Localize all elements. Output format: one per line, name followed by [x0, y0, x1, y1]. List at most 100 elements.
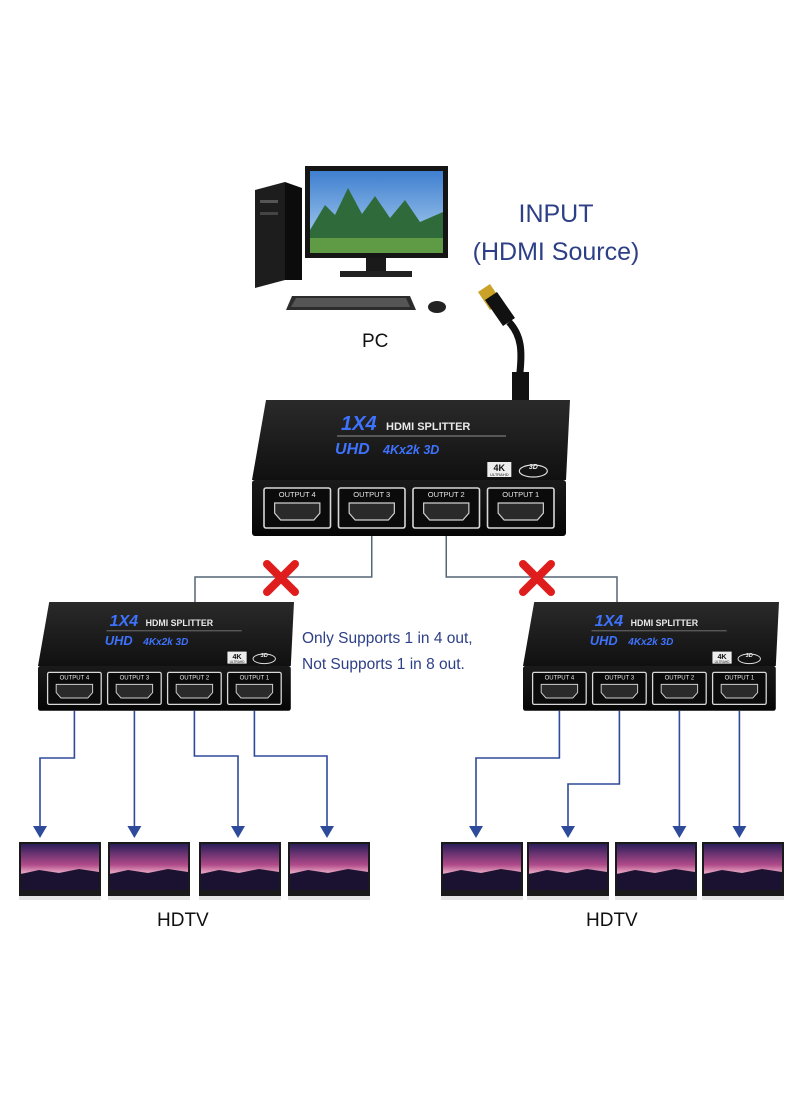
hdmi-port-icon	[423, 502, 470, 521]
arrow-head-icon	[732, 826, 747, 838]
tv-landscape	[201, 869, 279, 890]
splitter-model: 1X4	[341, 413, 377, 435]
splitter-model: 1X4	[595, 613, 624, 630]
tv-landscape	[529, 869, 607, 890]
splitter-name: HDMI SPLITTER	[386, 421, 470, 433]
support-note: Only Supports 1 in 4 out, Not Supports 1…	[302, 626, 473, 678]
splitter-res: 4Kx2k 3D	[382, 443, 439, 457]
splitter-model: 1X4	[110, 613, 139, 630]
pc-tower-icon	[255, 182, 302, 288]
hdmi-port-icon	[348, 502, 395, 521]
badge-3d-text: 3D	[746, 653, 753, 659]
output-port-label: OUTPUT 4	[279, 490, 316, 499]
input-label: INPUT (HDMI Source)	[470, 195, 642, 271]
hdmi-cable	[478, 284, 529, 400]
badge-4k-text: 4K	[717, 652, 727, 661]
hdtv-icon	[615, 842, 697, 900]
splitter-uhd: UHD	[590, 633, 618, 648]
badge-ultrahd-text: ULTRAHD	[230, 660, 246, 664]
output-port-label: OUTPUT 4	[545, 676, 575, 682]
link-line	[39, 710, 76, 826]
splitter-name: HDMI SPLITTER	[631, 618, 699, 628]
output-port-label: OUTPUT 3	[120, 676, 150, 682]
output-port-label: OUTPUT 2	[180, 676, 210, 682]
4k-badge-icon	[227, 651, 247, 664]
output-port-label: OUTPUT 3	[605, 676, 635, 682]
tv-base	[288, 896, 370, 900]
hdmi-port-icon	[720, 683, 759, 699]
tv-landscape	[617, 869, 695, 890]
badge-3d-text: 3D	[261, 653, 268, 659]
splitter-uhd: UHD	[335, 441, 370, 458]
badge-ultrahd-text: ULTRAHD	[715, 660, 731, 664]
support-note-line2: Not Supports 1 in 8 out.	[302, 656, 465, 673]
4k-badge-icon	[487, 462, 512, 477]
splitter-name: HDMI SPLITTER	[146, 618, 214, 628]
hdtv-icon	[288, 842, 370, 900]
keyboard-icon	[286, 296, 416, 310]
arrow-head-icon	[320, 826, 334, 838]
hdmi-port-icon	[115, 683, 154, 699]
cross-stroke	[519, 560, 555, 596]
tv-base	[527, 896, 609, 900]
hdmi-port-icon	[274, 502, 321, 521]
splitter-lid	[523, 602, 779, 666]
badge-4k-text: 4K	[494, 463, 506, 473]
3d-badge-icon	[518, 464, 548, 478]
pc-label: PC	[362, 331, 389, 352]
cross-stroke	[263, 560, 299, 596]
splitter-uhd: UHD	[105, 633, 133, 648]
hdmi-port-icon	[600, 683, 639, 699]
link-line	[193, 710, 239, 826]
cross-mark-icon: X	[263, 560, 299, 596]
cross-mark-icon: X	[519, 560, 555, 596]
tv-base	[199, 896, 281, 900]
support-note-line1: Only Supports 1 in 4 out,	[302, 630, 473, 647]
hdmi-port-icon	[540, 683, 579, 699]
hdmi-port-icon	[175, 683, 214, 699]
tv-base	[441, 896, 523, 900]
tv-landscape	[290, 869, 368, 890]
arrow-head-icon	[469, 826, 483, 838]
tv-base	[615, 896, 697, 900]
4k-badge-icon	[712, 651, 732, 664]
link-line	[253, 710, 328, 826]
3d-badge-icon	[252, 653, 276, 665]
hdmi-port-icon	[660, 683, 699, 699]
hdtv-icon	[108, 842, 190, 900]
hdtv-icon	[199, 842, 281, 900]
hdmi-port-icon	[235, 683, 274, 699]
splitter-res: 4Kx2k 3D	[627, 637, 673, 648]
badge-4k-text: 4K	[232, 652, 242, 661]
badge-ultrahd-text: ULTRAHD	[490, 472, 509, 477]
output-port-label: OUTPUT 1	[502, 490, 539, 499]
tv-landscape	[443, 869, 521, 890]
tv-landscape	[704, 869, 782, 890]
splitter-lid	[38, 602, 294, 666]
output-port-label: OUTPUT 2	[665, 676, 695, 682]
input-label-line1: INPUT	[518, 200, 594, 228]
hdtv-icon	[702, 842, 784, 900]
output-port-label: OUTPUT 1	[240, 676, 270, 682]
output-port-label: OUTPUT 1	[725, 676, 755, 682]
tv-landscape	[110, 869, 188, 890]
output-port-label: OUTPUT 3	[353, 490, 390, 499]
arrow-head-icon	[561, 826, 575, 838]
3d-badge-icon	[737, 653, 761, 665]
connector-line	[194, 536, 373, 602]
tv-base	[702, 896, 784, 900]
arrow-head-icon	[33, 826, 47, 838]
tv-landscape	[21, 869, 99, 890]
arrow-head-icon	[127, 826, 142, 838]
link-line	[567, 710, 621, 826]
hdtv-icon	[527, 842, 609, 900]
splitter-lid	[252, 400, 570, 480]
mouse-icon	[428, 301, 446, 313]
hdtv-label-right: HDTV	[586, 910, 638, 931]
hdtv-icon	[19, 842, 101, 900]
